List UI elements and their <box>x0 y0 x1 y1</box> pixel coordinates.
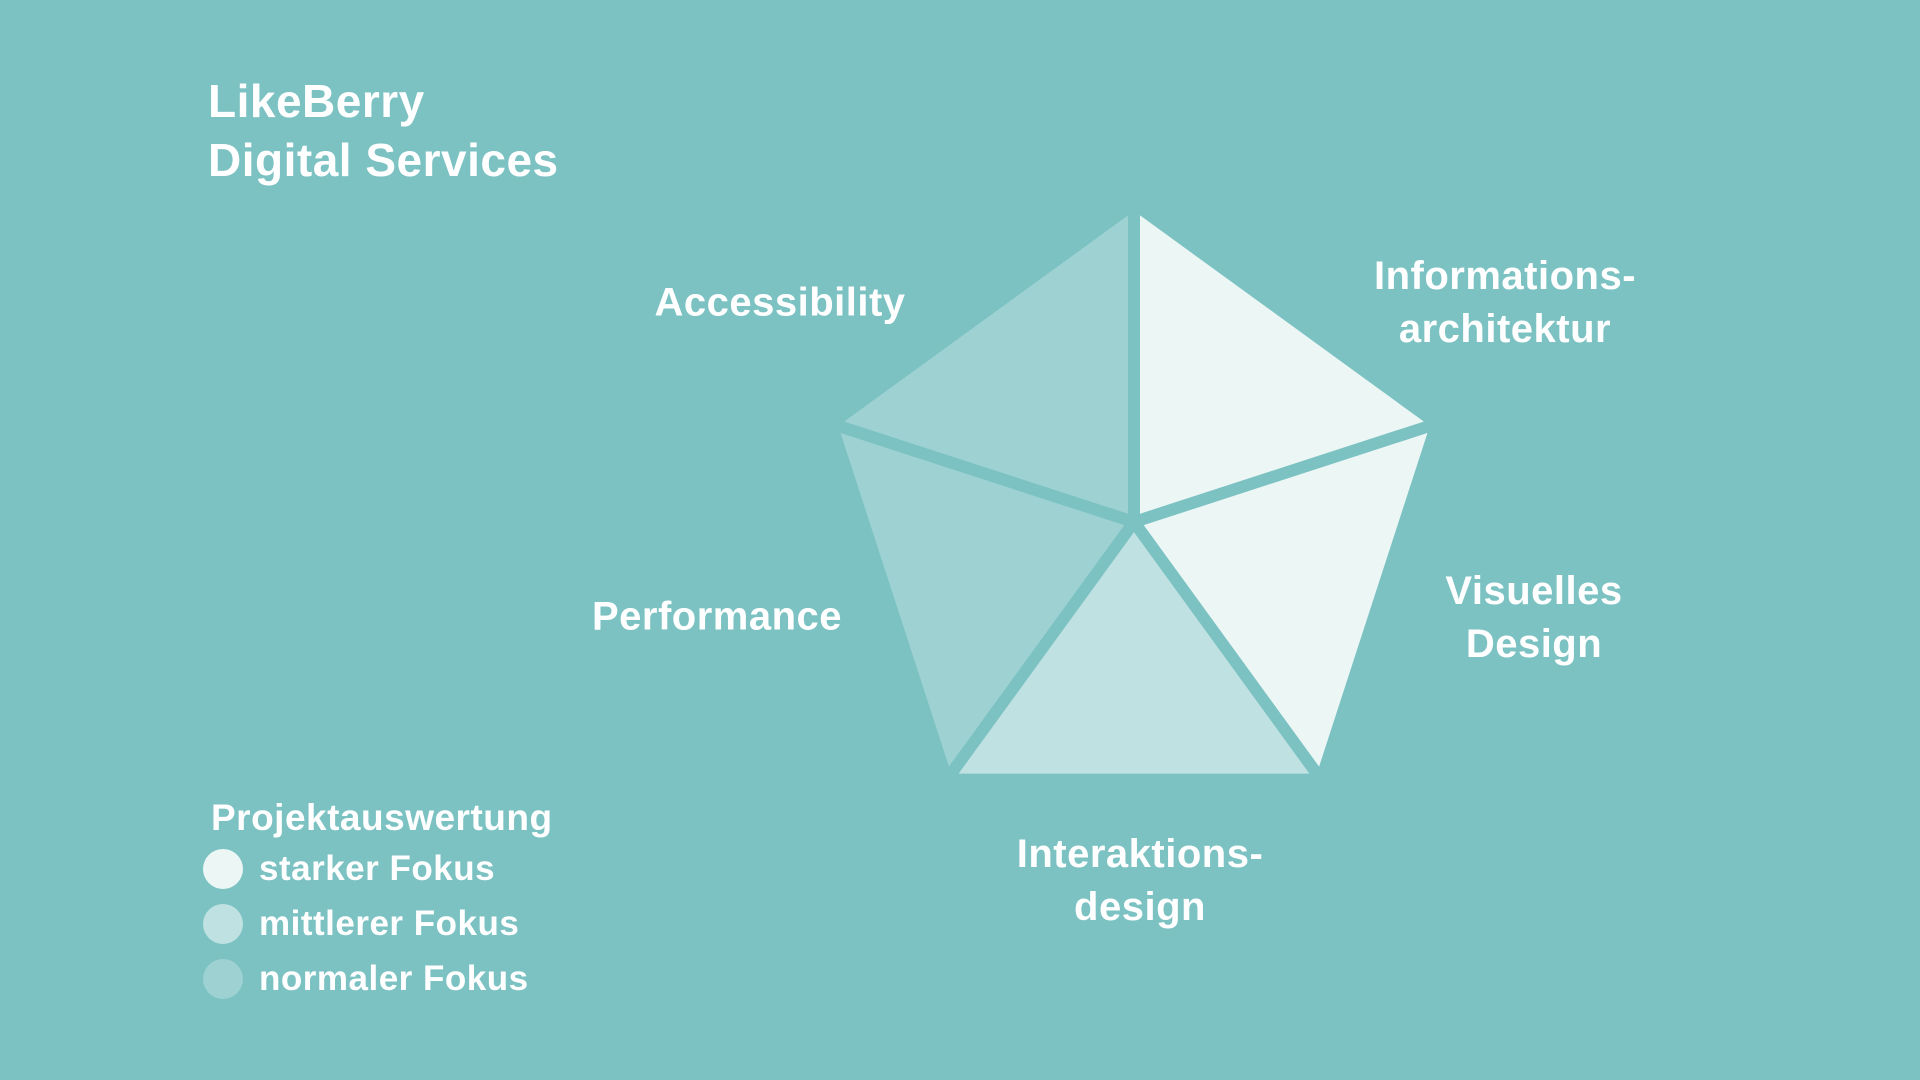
segment-label-text: architektur <box>1398 307 1612 351</box>
segment-performance <box>838 425 1134 774</box>
segment-separator-line <box>832 418 1144 531</box>
segment-label-text: Interaktions- <box>1016 832 1264 876</box>
segment-label-accessibility: Accessibility <box>654 277 905 330</box>
segment-label-text: Design <box>1465 622 1603 666</box>
legend-dot-normal-icon <box>203 958 243 999</box>
segment-label-performance: Performance <box>592 591 842 644</box>
legend-item-medium: mittlerer Fokus <box>203 896 553 951</box>
segment-separator-line <box>943 512 1144 781</box>
segment-separator-line <box>1124 512 1325 781</box>
legend: Projektauswertung starker Fokus mittlere… <box>203 795 553 1006</box>
segment-visuelles-design <box>1134 425 1430 774</box>
brand-title-line1: LikeBerry <box>208 75 425 127</box>
legend-item-normal: normaler Fokus <box>203 951 553 1006</box>
brand-title: LikeBerry Digital Services <box>208 72 559 190</box>
legend-item-label: normaler Fokus <box>259 958 529 998</box>
segment-label-visuelles-design: Visuelles Design <box>1445 565 1622 671</box>
segment-label-text: Visuelles <box>1445 569 1623 613</box>
segment-separator-line <box>1124 418 1436 531</box>
segment-label-text: Accessibility <box>654 280 906 325</box>
legend-item-label: starker Fokus <box>259 848 496 888</box>
segment-label-interaktionsdesign: Interaktions- design <box>1017 828 1264 934</box>
segment-label-text: design <box>1074 885 1206 929</box>
segment-label-text: Informations- <box>1373 254 1637 298</box>
legend-item-label: mittlerer Fokus <box>259 903 520 943</box>
legend-item-strong: starker Fokus <box>203 841 553 896</box>
segment-label-text: Performance <box>591 594 843 639</box>
legend-dot-medium-icon <box>203 903 243 944</box>
legend-dot-strong-icon <box>203 848 243 889</box>
segment-interaktionsdesign <box>951 522 1317 774</box>
legend-title: Projektauswertung <box>211 797 553 838</box>
segment-label-informationsarchitektur: Informations- architektur <box>1374 250 1636 356</box>
brand-title-line2: Digital Services <box>208 134 559 186</box>
